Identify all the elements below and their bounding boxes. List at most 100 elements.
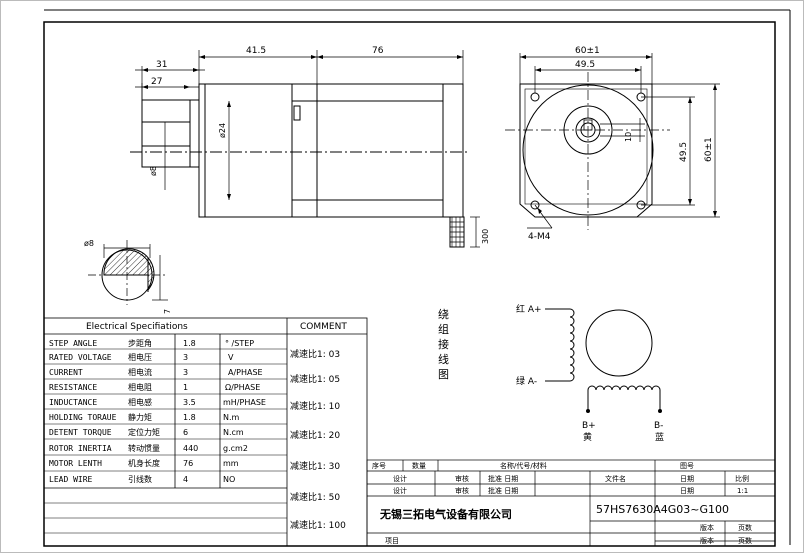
tb-date-2: 日期 xyxy=(680,487,694,495)
dim-49-5-height: 49.5 xyxy=(679,142,689,162)
svg-text:相电压: 相电压 xyxy=(128,352,152,362)
svg-text:Ω/PHASE: Ω/PHASE xyxy=(225,383,260,392)
ratio-item: 减速比1: 03 xyxy=(290,348,340,360)
svg-text:V: V xyxy=(228,353,234,362)
ratio-item: 减速比1: 05 xyxy=(290,373,340,385)
shaft-section xyxy=(88,240,168,305)
shaft-dim-7: 7 xyxy=(163,309,172,314)
svg-text:MOTOR LENTH: MOTOR LENTH xyxy=(49,459,102,468)
svg-text:A/PHASE: A/PHASE xyxy=(228,368,263,377)
svg-text:相电流: 相电流 xyxy=(128,367,152,377)
title-block xyxy=(366,459,776,547)
tb-seq: 序号 xyxy=(372,461,386,470)
svg-text:组: 组 xyxy=(438,322,449,336)
dim-4-m4: 4-M4 xyxy=(528,232,551,242)
svg-text:NO: NO xyxy=(223,475,235,484)
coil-b xyxy=(587,385,661,391)
tb-design-2: 设计 xyxy=(393,486,407,495)
svg-text:INDUCTANCE: INDUCTANCE xyxy=(49,398,97,407)
front-dimensions xyxy=(519,53,720,229)
svg-text:RATED VOLTAGE: RATED VOLTAGE xyxy=(49,353,112,362)
company-name: 无锡三拓电气设备有限公司 xyxy=(379,507,512,521)
tb-file: 文件名 xyxy=(605,474,626,483)
svg-text:3: 3 xyxy=(183,353,188,362)
spec-rows: STEP ANGLE 步距角 1.8 ° /STEP RATED VOLTAGE 相电压… xyxy=(49,338,266,484)
svg-text:绕: 绕 xyxy=(438,308,449,321)
wire-a-plus: 红 A+ xyxy=(516,303,542,315)
spec-table xyxy=(43,317,368,547)
svg-text:1.8: 1.8 xyxy=(183,339,196,348)
svg-text:mm: mm xyxy=(223,459,239,468)
tb-review-2: 审核 xyxy=(455,486,469,495)
spec-row: INDUCTANCE 相电感 3.5 mH/PHASE xyxy=(49,397,266,407)
wire-a-minus: 绿 A- xyxy=(516,375,537,387)
spec-row: STEP ANGLE 步距角 1.8 ° /STEP xyxy=(49,338,254,348)
svg-text:引线数: 引线数 xyxy=(128,474,152,484)
svg-text:g.cm2: g.cm2 xyxy=(223,444,248,453)
svg-text:转动惯量: 转动惯量 xyxy=(128,443,160,453)
dim-60-width: 60±1 xyxy=(575,46,600,56)
tb-qty: 数量 xyxy=(412,461,426,470)
svg-text:ROTOR INERTIA: ROTOR INERTIA xyxy=(49,444,112,453)
dimension-arrows xyxy=(142,55,463,200)
svg-text:步距角: 步距角 xyxy=(128,338,152,348)
tb-approve-date-2: 批准 日期 xyxy=(488,486,518,495)
motor-body xyxy=(204,83,464,218)
ratio-item: 减速比1: 50 xyxy=(290,491,340,503)
svg-text:相电感: 相电感 xyxy=(128,397,152,407)
svg-text:定位力矩: 定位力矩 xyxy=(128,427,160,437)
dim-41-5: 41.5 xyxy=(246,46,266,56)
tb-date-1: 日期 xyxy=(680,475,694,483)
wire-b-minus-color: 蓝 xyxy=(655,431,664,443)
dim-dia-8: ø8 xyxy=(149,166,158,176)
svg-text:相电阻: 相电阻 xyxy=(128,382,152,392)
svg-text:N.cm: N.cm xyxy=(223,428,244,437)
svg-text:图: 图 xyxy=(438,368,449,381)
svg-text:° /STEP: ° /STEP xyxy=(225,339,254,348)
side-view xyxy=(130,83,470,248)
svg-text:STEP ANGLE: STEP ANGLE xyxy=(49,339,97,348)
tb-version-2: 版本 xyxy=(700,536,714,545)
front-view xyxy=(505,72,670,230)
svg-text:mH/PHASE: mH/PHASE xyxy=(223,398,266,407)
svg-text:N.m: N.m xyxy=(223,413,240,422)
dim-76: 76 xyxy=(372,46,384,56)
spec-table-title: Electrical Specifiations xyxy=(86,322,188,332)
svg-text:440: 440 xyxy=(183,444,198,453)
tb-design-1: 设计 xyxy=(393,474,407,483)
dim-60-height: 60±1 xyxy=(704,137,714,162)
svg-text:机身长度: 机身长度 xyxy=(128,458,160,468)
dim-27: 27 xyxy=(151,77,162,87)
tb-drawing-no: 图号 xyxy=(680,462,694,470)
comment-ratios: 减速比1: 03 减速比1: 05 减速比1: 10 减速比1: 20 减速比1… xyxy=(290,348,346,531)
dim-10: 10 xyxy=(624,132,633,142)
tb-scale-value: 1:1 xyxy=(737,487,748,495)
title-block-text: 序号 数量 名称/代号/材料 图号 设计 审核 批准 日期 文件名 日期 比例 … xyxy=(372,461,752,545)
svg-text:1: 1 xyxy=(183,383,188,392)
boss xyxy=(198,83,206,218)
tb-project: 项目 xyxy=(385,537,399,545)
front-dim-arrows xyxy=(520,55,717,217)
spec-row: ROTOR INERTIA 转动惯量 440 g.cm2 xyxy=(49,443,248,453)
ratio-item: 减速比1: 20 xyxy=(290,429,340,441)
rotor-circle xyxy=(585,309,653,377)
ratio-item: 减速比1: 10 xyxy=(290,400,340,412)
ratio-item: 减速比1: 30 xyxy=(290,460,340,472)
svg-text:接: 接 xyxy=(438,338,449,351)
tb-pages-1: 页数 xyxy=(738,523,752,532)
tb-name-spec: 名称/代号/材料 xyxy=(500,461,547,470)
tb-version-1: 版本 xyxy=(700,523,714,532)
wiring-title: 绕 组 接 线 图 xyxy=(438,308,449,381)
dim-31: 31 xyxy=(156,60,167,70)
ratio-item: 减速比1: 100 xyxy=(290,519,346,531)
mount-hole xyxy=(530,92,540,102)
wire-b-plus-color: 黄 xyxy=(583,431,592,443)
spec-row: RATED VOLTAGE 相电压 3 V xyxy=(49,352,234,362)
dim-dia-24: ø24 xyxy=(218,123,227,138)
shaft-dia-8: ø8 xyxy=(84,239,94,248)
tb-review-1: 审核 xyxy=(455,474,469,483)
svg-text:3.5: 3.5 xyxy=(183,398,196,407)
